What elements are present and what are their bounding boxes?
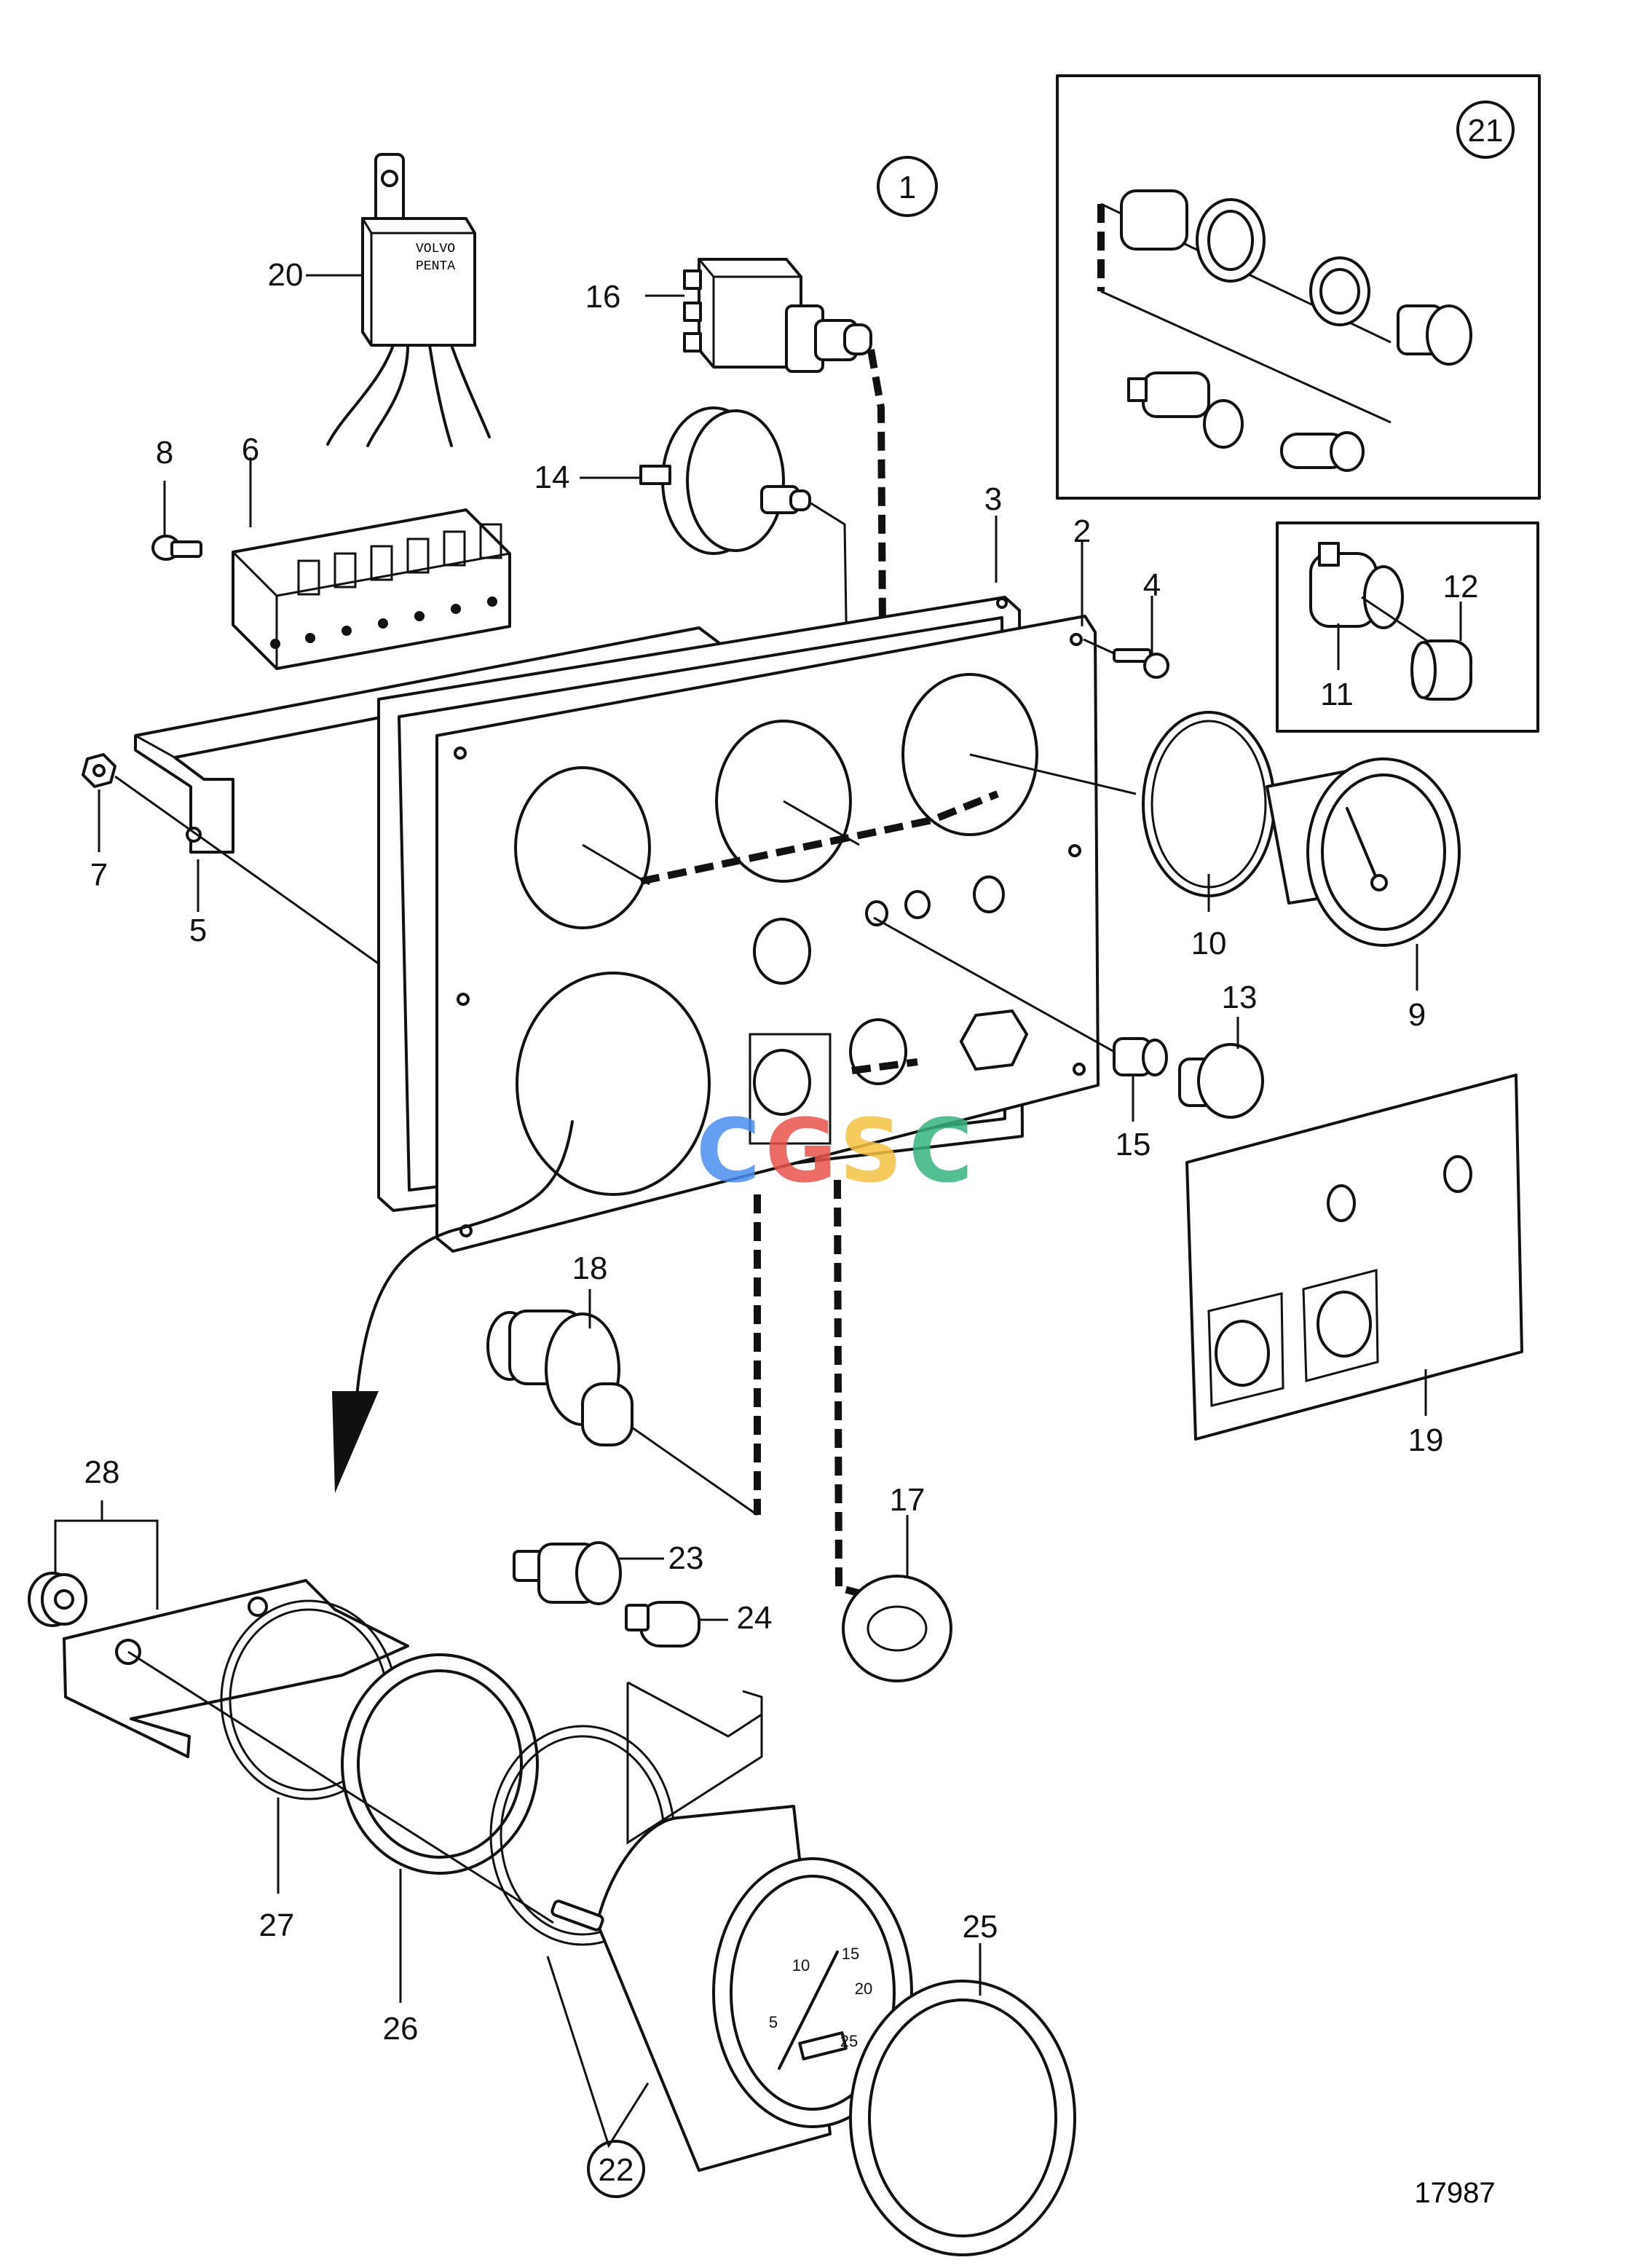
lamp-holder-11 [1309, 542, 1428, 642]
cable-arrow [354, 1120, 574, 1414]
watermark-letter-4: C [909, 1101, 973, 1202]
label-1: 1 [899, 170, 916, 205]
label-3: 3 [984, 481, 1002, 517]
inset-box-11-12 [1276, 521, 1539, 733]
screw-4 [1113, 648, 1169, 679]
label-28: 28 [84, 1454, 120, 1490]
relay-20: VOLVO PENTA [326, 153, 491, 447]
label-19: 19 [1408, 1422, 1444, 1458]
label-23: 23 [668, 1540, 704, 1576]
label-7: 7 [90, 857, 108, 893]
watermark-letter-3: S [840, 1101, 902, 1202]
label-18: 18 [572, 1251, 608, 1286]
cover-plate-19 [1185, 1074, 1523, 1441]
nut-7 [82, 753, 117, 788]
lamp-cap-13 [1178, 1043, 1264, 1119]
label-2: 2 [1073, 513, 1091, 549]
label-13: 13 [1222, 980, 1258, 1015]
callout-circle-22 [587, 2140, 645, 2198]
dial-number-10: 10 [792, 1956, 810, 1974]
dial-number-15: 15 [842, 1945, 859, 1963]
relay-brand-bottom: PENTA [416, 259, 455, 274]
figure-number: 17987 [1414, 2177, 1495, 2209]
label-4: 4 [1143, 567, 1161, 603]
label-6: 6 [242, 432, 259, 468]
label-27: 27 [259, 1907, 295, 1943]
push-switch-18 [486, 1310, 633, 1446]
label-11: 11 [1320, 677, 1354, 712]
arrowhead [332, 1391, 379, 1493]
o-ring-10 [1142, 711, 1276, 897]
instrument-panel-2 [435, 615, 1100, 1253]
dial-number-20: 20 [855, 1980, 872, 1998]
bulb-24 [625, 1601, 700, 1647]
label-12: 12 [1443, 569, 1479, 605]
screw-8 [151, 535, 202, 561]
lamp-socket-15 [1113, 1037, 1168, 1076]
label-15: 15 [1116, 1127, 1151, 1162]
label-9: 9 [1408, 997, 1426, 1033]
terminal-block-6 [232, 508, 511, 670]
bulb-12 [1410, 639, 1472, 701]
callout-circle-21 [1456, 101, 1515, 159]
callout-circle-1 [877, 156, 938, 217]
label-16: 16 [585, 279, 621, 315]
lamp-socket-assembly [1097, 189, 1472, 472]
knob-17 [842, 1575, 952, 1682]
switch-16 [683, 258, 872, 373]
label-5: 5 [189, 913, 207, 948]
watermark-letter-2: G [765, 1101, 837, 1202]
label-8: 8 [156, 435, 173, 470]
inset-box-21 [1056, 74, 1541, 500]
nut-28 [28, 1572, 87, 1627]
label-17: 17 [890, 1482, 925, 1518]
dial-number-25: 25 [840, 2032, 858, 2050]
gauge-9 [1266, 757, 1461, 947]
label-24: 24 [737, 1600, 773, 1636]
label-22: 22 [599, 2152, 634, 2188]
label-21: 21 [1468, 113, 1504, 149]
label-25: 25 [963, 1909, 998, 1945]
potentiometer-14 [639, 406, 811, 555]
bulb-holder-23 [513, 1541, 622, 1605]
watermark: C G S C [696, 1101, 973, 1202]
label-10: 10 [1191, 926, 1227, 961]
relay-brand-top: VOLVO [416, 242, 455, 256]
dial-number-5: 5 [769, 2013, 778, 2031]
label-26: 26 [383, 2011, 419, 2047]
label-14: 14 [534, 460, 570, 495]
tachometer-22: 5 10 15 20 25 [550, 1805, 913, 2172]
label-20: 20 [268, 257, 304, 293]
bracket-5 [134, 626, 730, 854]
watermark-letter-1: C [696, 1101, 760, 1202]
